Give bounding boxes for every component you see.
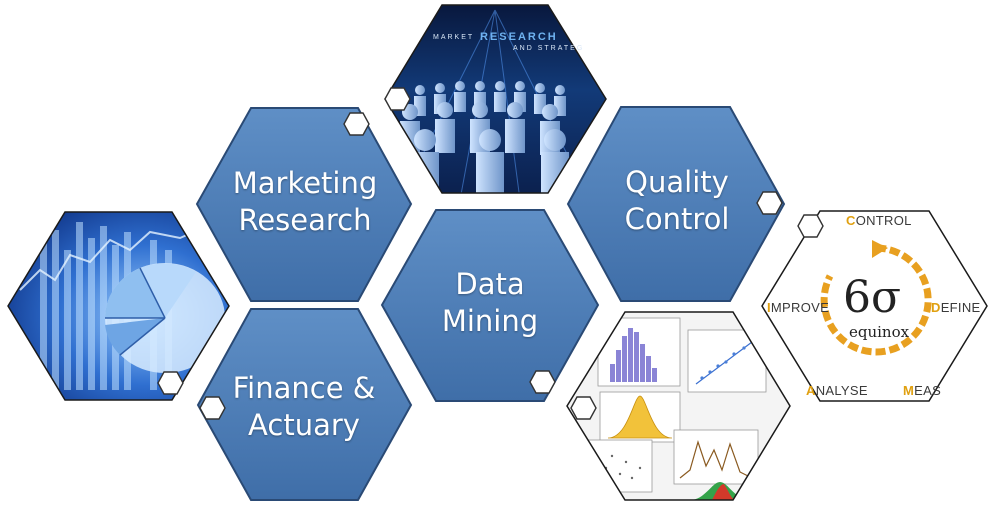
banner-word-strategy: AND STRATEG (513, 45, 585, 52)
label-line: Finance & (232, 371, 376, 405)
banner-word-research: RESEARCH (480, 31, 558, 43)
label-line: Data (455, 267, 525, 301)
corner-hex-marker (797, 214, 824, 238)
label-line: Mining (441, 304, 539, 338)
finance-actuary-hex[interactable] (196, 308, 413, 501)
corner-hex-marker (157, 371, 184, 395)
label-line: Actuary (248, 408, 360, 442)
quality-control-label: Quality Control (625, 164, 730, 238)
six-sigma-analyse: ANALYSE (806, 383, 868, 398)
corner-hex-marker (199, 396, 226, 420)
finance-actuary-label: Finance & Actuary (233, 370, 376, 444)
data-mining-hex[interactable] (380, 209, 600, 402)
data-mining-label: Data Mining (442, 266, 538, 340)
six-sigma-control: CONTROL (846, 213, 912, 228)
marketing-research-label: Marketing Research (233, 165, 378, 239)
marketing-research-hex[interactable] (195, 107, 413, 302)
corner-hex-marker (384, 87, 411, 111)
corner-hex-marker (343, 112, 370, 136)
six-sigma-brand: equinox (849, 323, 910, 341)
market-research-photo (384, 4, 607, 194)
label-line: Marketing (232, 166, 378, 200)
finance-chart-photo (7, 211, 230, 401)
statistics-collage-photo (566, 311, 791, 501)
corner-hex-marker (529, 370, 556, 394)
six-sigma-measure: MEAS (903, 383, 942, 398)
six-sigma-improve: IMPROVE (767, 300, 830, 315)
label-line: Research (238, 203, 372, 237)
quality-control-hex[interactable] (566, 106, 786, 302)
six-sigma-symbol: 6σ (843, 272, 902, 323)
label-line: Control (624, 202, 730, 236)
corner-hex-marker (570, 396, 597, 420)
banner-word-market: MARKET (433, 34, 475, 41)
six-sigma-define: DEFINE (931, 300, 981, 315)
label-line: Quality (625, 165, 729, 199)
corner-hex-marker (756, 191, 783, 215)
